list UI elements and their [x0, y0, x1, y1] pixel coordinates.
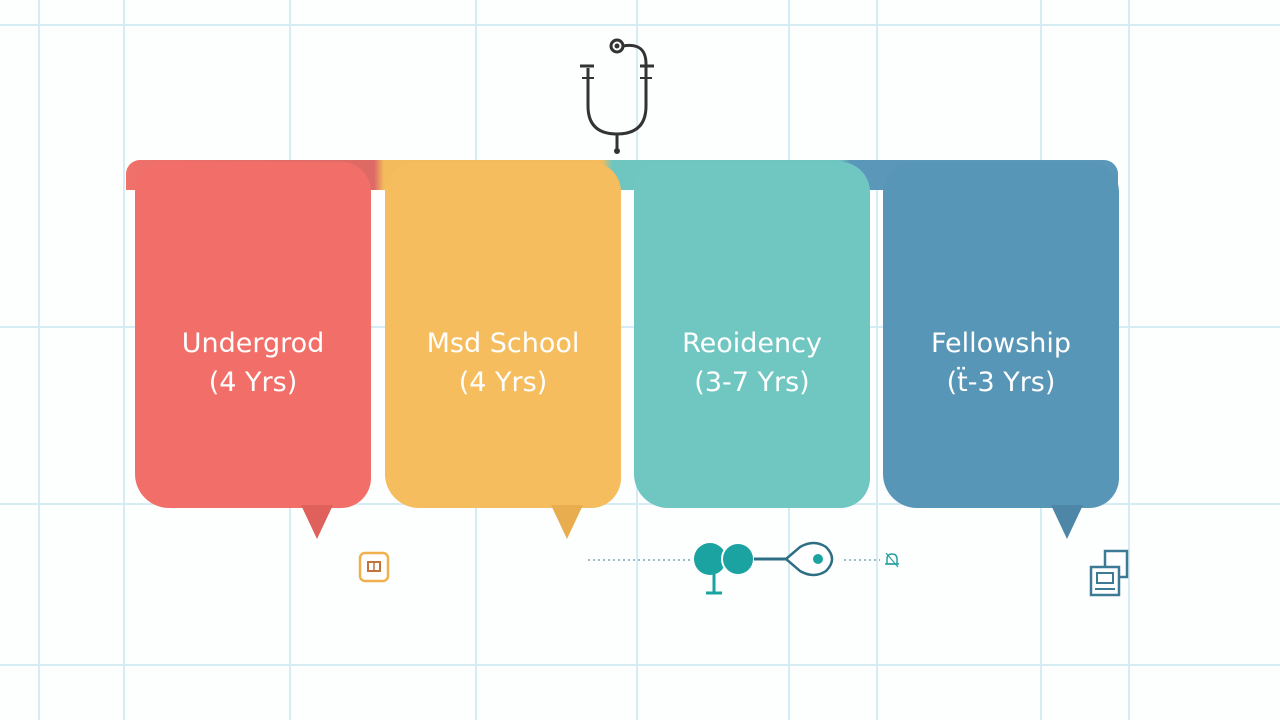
- grid-line: [0, 503, 1280, 505]
- grid-line: [123, 0, 125, 720]
- stage-pointer: [1051, 505, 1083, 539]
- stage-duration: (3-7 Yrs): [694, 366, 810, 398]
- stage-title: Reoidency: [682, 327, 822, 359]
- bell-icon: [885, 552, 899, 568]
- stage-pointer: [301, 505, 333, 539]
- grid-line: [0, 24, 1280, 26]
- stage-title: Fellowship: [930, 327, 1072, 359]
- grid-line: [876, 0, 878, 720]
- stethoscope-icon: [580, 38, 654, 154]
- certificate-stack-icon: [1089, 549, 1129, 597]
- stage-pointer: [551, 505, 583, 539]
- book-icon: [358, 551, 390, 583]
- stage-card-undergrad: Undergrod (4 Yrs): [135, 162, 371, 508]
- stage-card-med-school: Msd School (4 Yrs): [385, 162, 621, 508]
- stethoscope-tube-icon: [588, 541, 880, 595]
- grid-line: [0, 664, 1280, 666]
- grid-line: [38, 0, 40, 720]
- stage-duration: (4 Yrs): [208, 366, 298, 398]
- stage-card-fellowship: Fellowship (ẗ-3 Yrs): [883, 162, 1119, 508]
- stage-duration: (ẗ-3 Yrs): [946, 366, 1056, 398]
- grid-line: [1128, 0, 1130, 720]
- stage-title: Undergrod: [181, 327, 325, 359]
- stage-title: Msd School: [426, 327, 580, 359]
- stage-card-residency: Reoidency (3-7 Yrs): [634, 162, 870, 508]
- stage-duration: (4 Yrs): [458, 366, 548, 398]
